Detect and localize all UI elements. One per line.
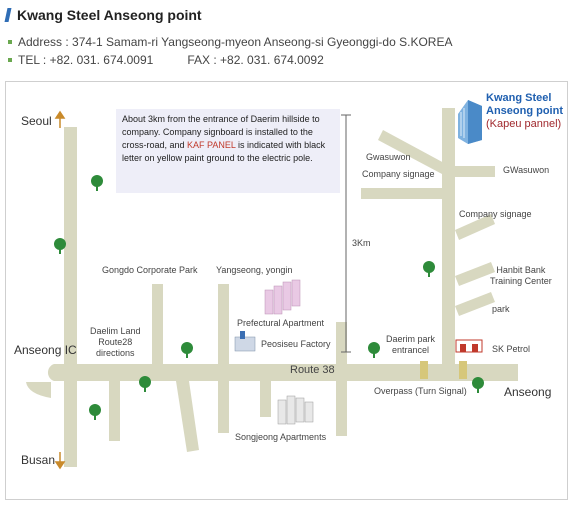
label-yangseong: Yangseong, yongin (216, 265, 293, 275)
road-park (455, 292, 495, 316)
road-route-38 (47, 364, 518, 381)
address-text: Address : 374-1 Samam-ri Yangseong-myeon… (18, 35, 453, 49)
road-south-5 (336, 381, 347, 436)
label-songjeong: Songjeong Apartments (235, 432, 327, 442)
label-route-38: Route 38 (290, 364, 335, 376)
road-south-1 (109, 381, 120, 441)
label-peosiseu: Peosiseu Factory (261, 339, 331, 349)
label-daerim-park: Daerim park entrancel (386, 334, 436, 355)
directions-note: About 3km from the entrance of Daerim hi… (116, 109, 340, 193)
fax-text: FAX : +82. 031. 674.0092 (187, 53, 324, 67)
label-gongdo: Gongdo Corporate Park (102, 265, 198, 275)
label-gwasuwon-east: GWasuwon (503, 165, 550, 175)
label-prefectural: Prefectural Apartment (237, 318, 325, 328)
road-hanbit (455, 262, 495, 286)
label-company-signage: Company signage (459, 209, 532, 219)
label-hanbit-bank: Hanbit Bank Training Center (490, 265, 552, 286)
road-gwasuwon-east (455, 166, 495, 177)
road-south-3 (218, 381, 229, 433)
prefectural-apartment-icon (264, 279, 301, 315)
hq-label: Kwang Steel Anseong point (Kapeu pannel) (486, 92, 563, 130)
road-daerim (336, 322, 347, 366)
road-east-main (442, 108, 455, 364)
overpass-marker (459, 361, 467, 379)
road-branch-nw (378, 130, 446, 174)
address-line: Address : 374-1 Samam-ri Yangseong-myeon… (8, 35, 452, 49)
road-signage-east (455, 214, 495, 240)
label-park: park (492, 304, 510, 314)
road-south-4 (260, 381, 271, 417)
road-gwasuwon (361, 188, 443, 199)
label-distance: 3Km (352, 238, 371, 248)
road-network (26, 108, 518, 467)
phone-line: TEL : +82. 031. 674.0091 FAX : +82. 031.… (8, 53, 324, 67)
map-roads (26, 100, 518, 470)
overpass-marker (420, 361, 428, 379)
gas-station-icon (455, 339, 483, 353)
bullet-icon (8, 40, 12, 44)
label-overpass: Overpass (Turn Signal) (374, 386, 467, 396)
distance-bracket (341, 114, 351, 353)
title-accent-mark (4, 8, 12, 22)
road-ramp (26, 382, 51, 398)
directions-map: About 3km from the entrance of Daerim hi… (5, 81, 568, 500)
title-text: Kwang Steel Anseong point (17, 7, 202, 23)
label-daelim-land: Daelim Land Route28 directions (90, 326, 141, 358)
label-anseong: Anseong (504, 385, 552, 399)
road-gongdo (152, 284, 163, 364)
tree-icons (54, 175, 484, 420)
label-seoul: Seoul (21, 114, 52, 128)
page-title: Kwang Steel Anseong point (4, 6, 202, 24)
road-seoul-busan (64, 127, 77, 467)
label-company-signage: Company signage (362, 169, 435, 179)
label-gwasuwon: Gwasuwon (366, 152, 411, 162)
direction-arrows (54, 110, 66, 470)
hq-building-icon (458, 100, 482, 144)
label-anseong-ic: Anseong IC (14, 343, 77, 357)
kaf-panel-highlight: KAF PANEL (187, 140, 236, 150)
bullet-icon (8, 58, 12, 62)
road-yangseong (218, 284, 229, 364)
label-sk-petrol: SK Petrol (492, 344, 531, 354)
label-busan: Busan (21, 453, 56, 467)
tel-text: TEL : +82. 031. 674.0091 (18, 53, 154, 67)
road-south-2 (176, 381, 199, 452)
factory-icon (234, 331, 256, 352)
songjeong-apartment-icon (277, 395, 314, 425)
